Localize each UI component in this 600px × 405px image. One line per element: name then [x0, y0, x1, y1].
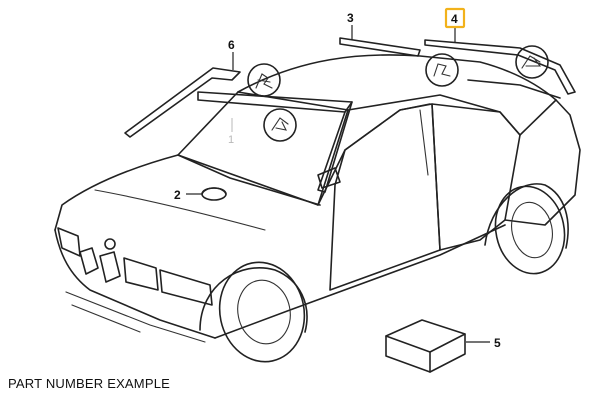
hood-outline — [54, 154, 321, 231]
roof-outline — [237, 54, 557, 101]
rear-wheel-hub — [511, 201, 553, 259]
clip-icon — [255, 73, 273, 89]
detail-circle-a — [247, 63, 281, 97]
door-window-divider — [419, 109, 429, 176]
kidney-grille-left — [79, 247, 99, 275]
part-1-windshield-top — [197, 91, 353, 193]
callout-6: 6 — [228, 38, 235, 52]
kidney-grille-right — [99, 251, 121, 283]
front-wheel — [218, 261, 306, 363]
detail-circle-b — [263, 108, 297, 142]
molding-3-strip — [339, 37, 421, 57]
rear-wheel — [494, 185, 566, 275]
callout-1: 1 — [228, 134, 234, 146]
callout-3: 3 — [347, 11, 354, 25]
clip-icon — [433, 63, 451, 77]
part-6-windshield-molding — [124, 67, 241, 138]
part-5-box — [385, 319, 466, 373]
box-top — [385, 319, 466, 353]
front-wheel-hub — [237, 279, 291, 345]
rear-wheel-arch — [484, 183, 569, 249]
detail-circle-c — [425, 53, 459, 87]
detail-circle-a-ring — [247, 63, 281, 97]
rear-door — [431, 103, 521, 251]
rocker-line — [214, 224, 506, 339]
part-4-rear-molding — [424, 39, 576, 99]
detail-circle-c-ring — [425, 53, 459, 87]
rear-quarter — [504, 99, 581, 226]
callout-4-highlight-box — [444, 7, 466, 29]
molding-4-strip — [424, 39, 576, 95]
box-side — [429, 333, 466, 373]
callout-2: 2 — [174, 188, 181, 202]
headlight-right — [123, 257, 159, 291]
headlight-right-outer — [159, 269, 213, 306]
part-3-roof-molding — [339, 37, 421, 57]
clip-icon — [521, 55, 542, 69]
part-2-antenna — [201, 187, 227, 201]
detail-circle-b-ring — [263, 108, 297, 142]
front-fascia — [54, 229, 216, 339]
detail-circle-d — [515, 45, 549, 79]
molding-6-strip — [124, 67, 241, 138]
hood-crease — [94, 189, 266, 231]
callout-4: 4 — [451, 12, 458, 26]
molding-4-lower — [467, 79, 561, 99]
diagram-caption: PART NUMBER EXAMPLE — [8, 376, 171, 391]
clip-icon — [271, 117, 289, 131]
windshield-frame — [177, 91, 349, 206]
headlight-left — [57, 227, 81, 257]
antenna-cap-top — [201, 187, 227, 195]
front-badge — [104, 238, 116, 250]
front-bumper — [65, 291, 206, 343]
callout-5: 5 — [494, 336, 501, 350]
front-door — [329, 103, 441, 291]
molding-1-side — [317, 101, 353, 193]
car-body — [54, 54, 581, 363]
box-front — [385, 335, 431, 373]
detail-circle-d-ring — [515, 45, 549, 79]
front-wheel-arch — [199, 267, 308, 333]
